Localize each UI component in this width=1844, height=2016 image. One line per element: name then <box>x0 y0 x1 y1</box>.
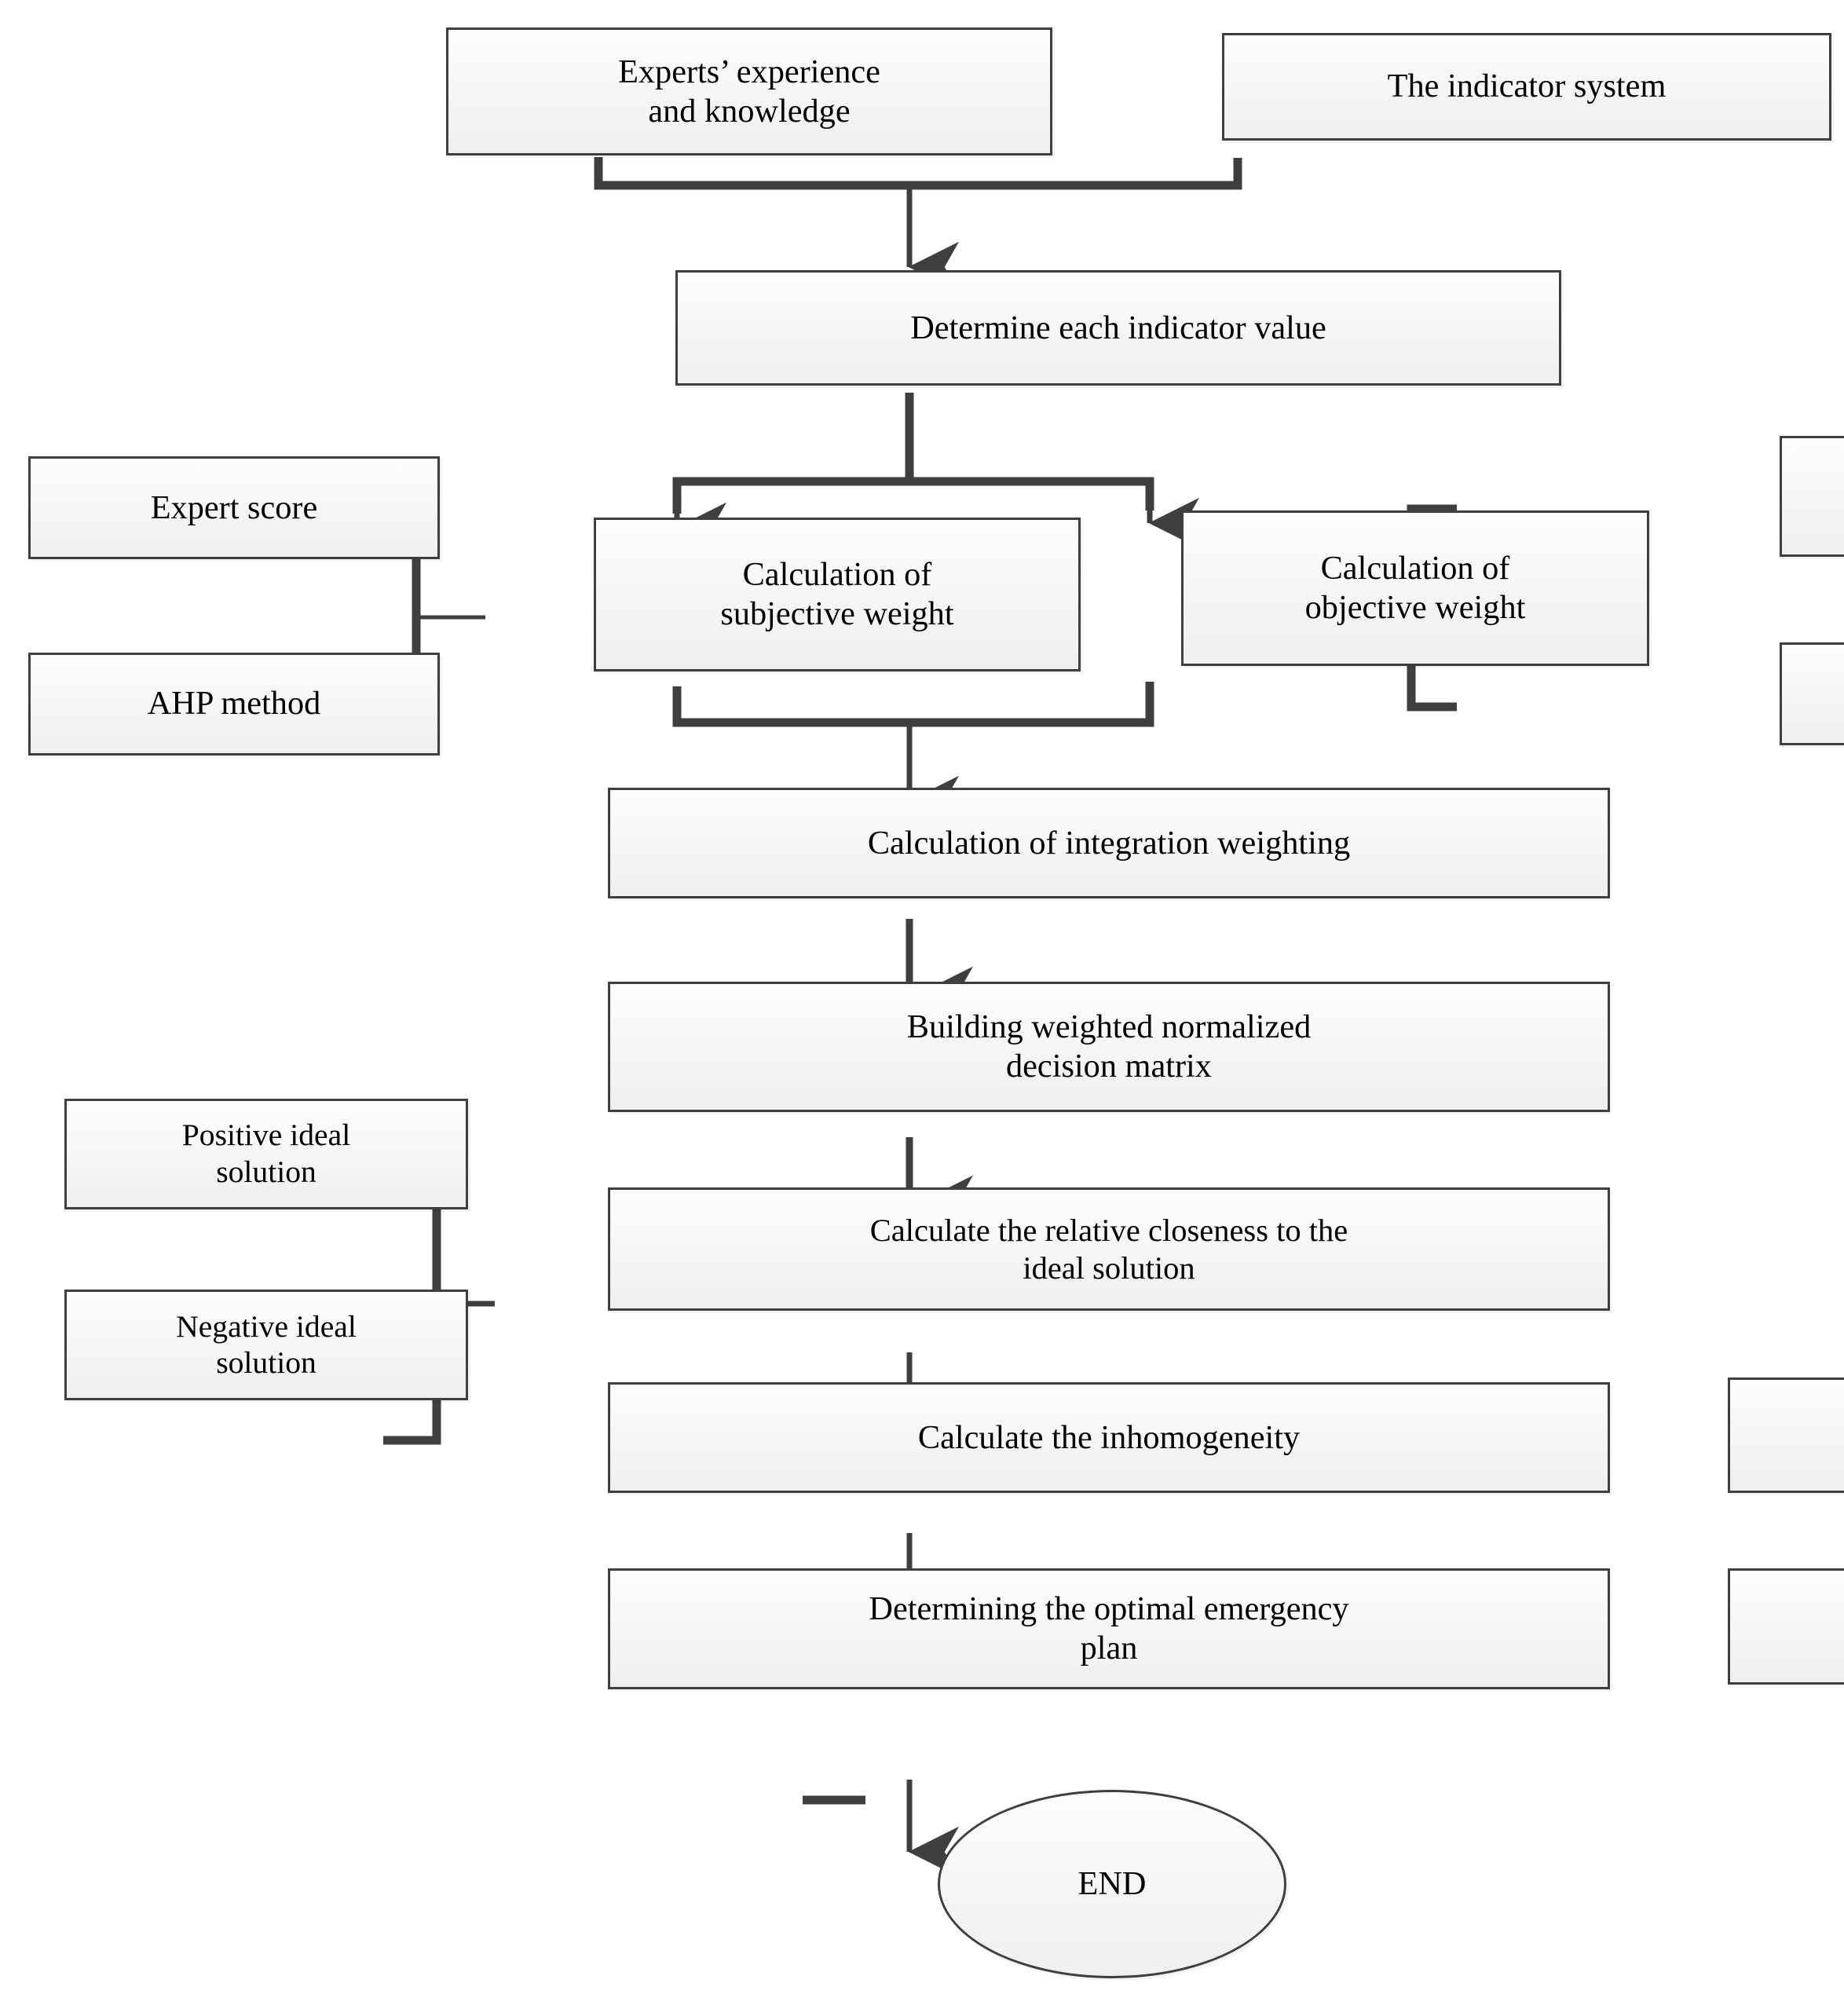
node-calculate-inhomogeneity[interactable]: Calculate the inhomogeneity <box>608 1382 1610 1494</box>
node-determine-indicator-value[interactable]: Determine each indicator value <box>675 270 1561 386</box>
connector-determine-split <box>672 393 914 514</box>
node-label: CDDM model <box>1736 1607 1844 1646</box>
node-label: Normalizedmatrix <box>1788 457 1844 536</box>
node-indicator-system[interactable]: The indicator system <box>1222 32 1831 141</box>
node-normalized-matrix[interactable]: Normalizedmatrix <box>1780 436 1844 557</box>
node-end[interactable]: END <box>938 1789 1286 1978</box>
connector-subjective-merge <box>672 682 1154 727</box>
node-calculation-integration-weighting[interactable]: Calculation of integration weighting <box>608 788 1610 899</box>
node-ahp-method[interactable]: AHP method <box>28 652 440 756</box>
node-label: Calculation of integration weighting <box>867 824 1351 862</box>
node-label: Expert score <box>150 488 318 526</box>
node-expert-score[interactable]: Expert score <box>28 456 440 560</box>
node-label: END <box>1077 1864 1147 1902</box>
node-label: AHP method <box>147 685 321 723</box>
node-shannon-entropy-method[interactable]: Shannon entropymethod <box>1728 1378 1844 1494</box>
node-label: Shannon entropymethod <box>1736 1398 1844 1473</box>
connector-experts-to-determine <box>594 157 1242 190</box>
connector-determine-split-right <box>909 477 1154 510</box>
node-entropy-method[interactable]: Entropy method <box>1780 642 1844 745</box>
node-cddm-model[interactable]: CDDM model <box>1728 1568 1844 1685</box>
node-label: Calculate the inhomogeneity <box>917 1418 1301 1456</box>
node-label: Entropy method <box>1788 674 1844 713</box>
node-label: The indicator system <box>1387 68 1667 105</box>
node-label: Determine each indicator value <box>910 309 1326 346</box>
